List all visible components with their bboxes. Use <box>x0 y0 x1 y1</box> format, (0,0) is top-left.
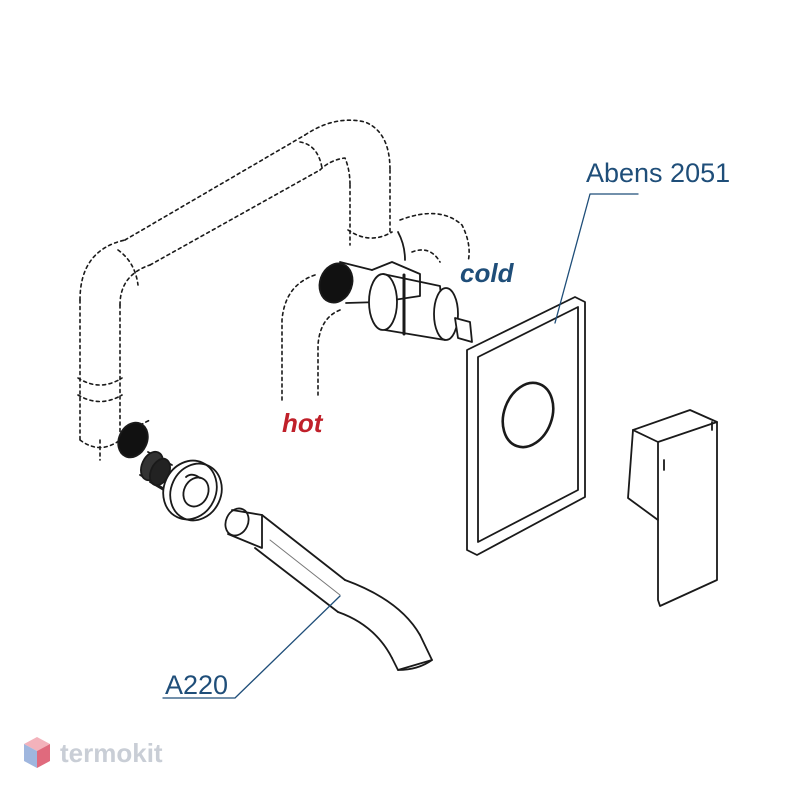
lever-handle <box>627 409 718 607</box>
escutcheon-ring <box>162 459 223 522</box>
mixer-model-label: Abens 2051 <box>586 158 731 188</box>
spout-a220 <box>224 507 433 671</box>
brand-watermark: termokit <box>22 735 163 771</box>
cold-water-label: cold <box>460 258 514 288</box>
cube-logo-icon <box>24 737 50 768</box>
mixer-cartridge <box>318 231 473 343</box>
hot-water-label: hot <box>282 408 323 438</box>
leader-lines <box>162 193 639 699</box>
concealed-pipework <box>77 119 470 461</box>
cover-plate <box>466 296 586 556</box>
spout-model-label: A220 <box>165 670 229 700</box>
brand-name: termokit <box>60 737 163 768</box>
